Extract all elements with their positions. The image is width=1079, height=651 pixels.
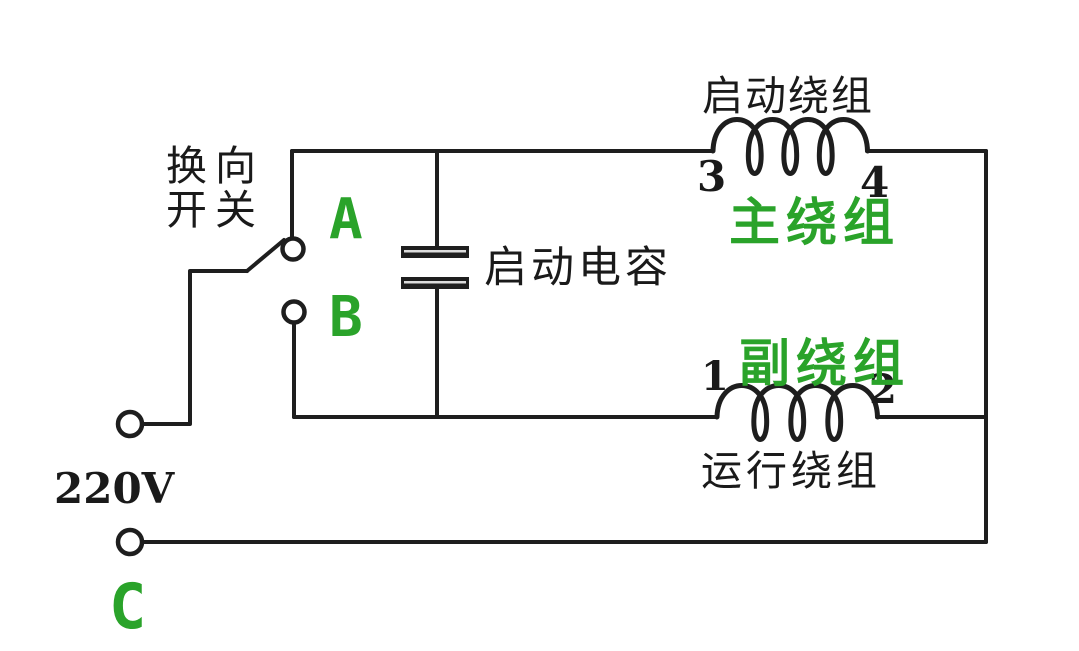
start-capacitor-symbol <box>401 246 469 289</box>
contact-a-node <box>280 236 306 262</box>
switch-pole-wire <box>141 269 249 426</box>
contact-b-node <box>281 299 307 325</box>
capacitor-top-plate-stripe <box>404 250 466 253</box>
start-winding-coil <box>710 117 870 176</box>
reversing-switch-label-line1: 换向 <box>166 143 264 189</box>
pin-4-label: 4 <box>860 158 889 207</box>
pin-1-label: 1 <box>701 353 729 400</box>
supply-terminal-top-node <box>115 409 145 439</box>
terminal-c-annotation: C <box>109 570 146 643</box>
run-winding-coil <box>714 383 880 442</box>
supply-terminal-bottom-node <box>115 527 145 557</box>
contact-b-annotation: B <box>329 285 363 350</box>
capacitor-bottom-plate-stripe <box>404 281 466 284</box>
main-winding-annotation: 主绕组 <box>729 194 900 251</box>
pin-2-label: 2 <box>869 366 897 413</box>
start-capacitor-label: 启动电容 <box>484 244 672 292</box>
reversing-switch-label-line2: 开关 <box>166 187 264 233</box>
run-winding-label: 运行绕组 <box>701 448 881 494</box>
supply-voltage-label: 220V <box>54 464 176 513</box>
aux-winding-annotation: 副绕组 <box>739 335 910 392</box>
switch-blade <box>245 238 286 273</box>
start-winding-label: 启动绕组 <box>702 73 874 119</box>
pin-3-label: 3 <box>697 152 726 201</box>
contact-a-annotation: A <box>329 187 363 252</box>
